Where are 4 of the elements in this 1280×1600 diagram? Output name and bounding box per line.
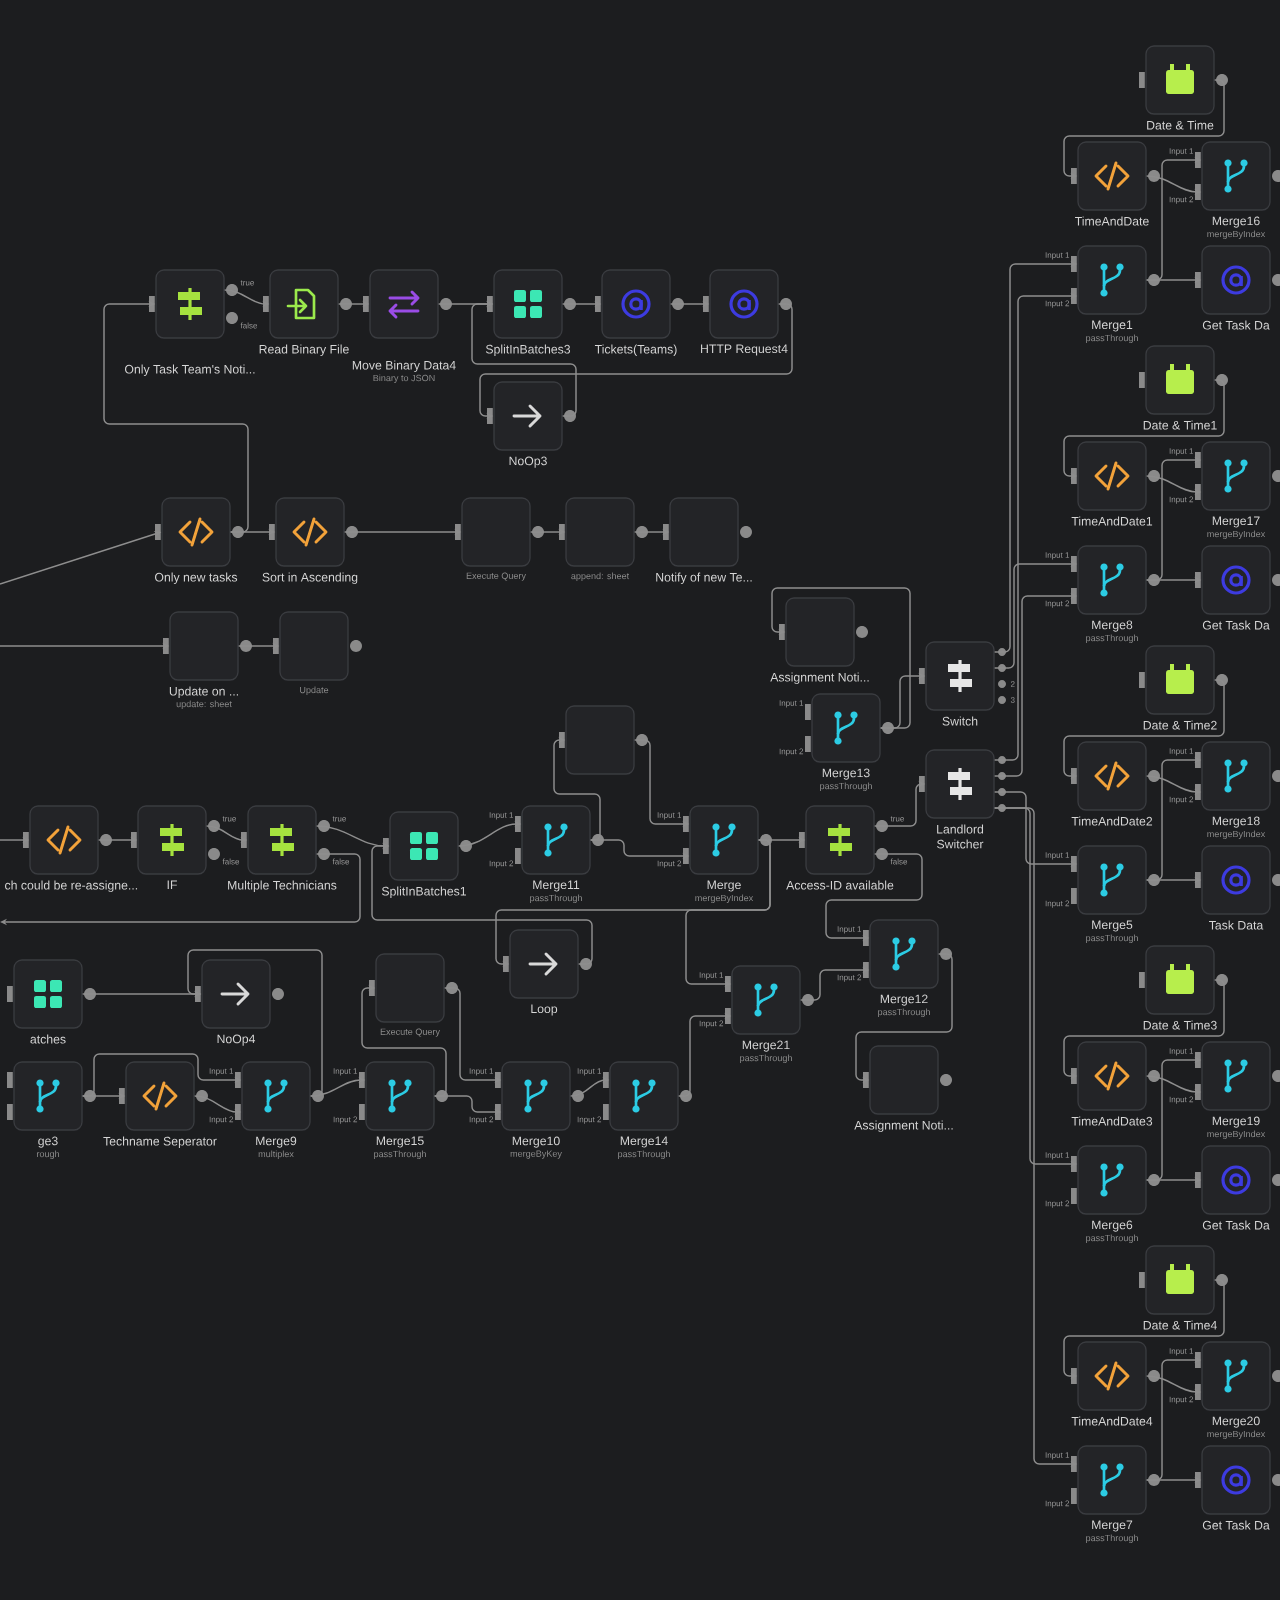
connector bbox=[103, 300, 249, 533]
connector bbox=[553, 736, 601, 841]
node-box bbox=[559, 705, 648, 775]
connector bbox=[0, 853, 361, 926]
